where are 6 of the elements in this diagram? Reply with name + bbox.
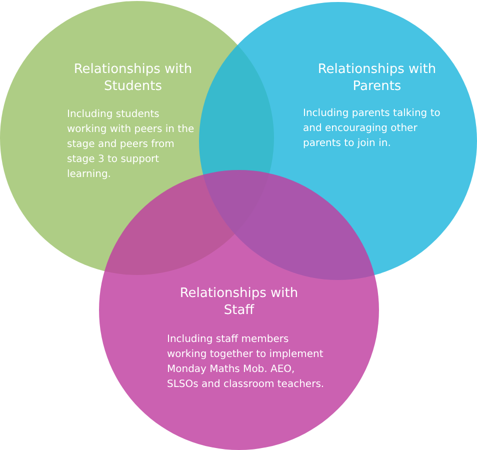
circle-description: Including parents talking to and encouraging other parents to join in. <box>303 107 442 151</box>
circle-heading: Relationships with Staff <box>179 285 299 319</box>
circle-heading: Relationships with Parents <box>317 61 437 95</box>
circle-description: Including staff members working together to implement Monday Maths Mob. AEO, SLSOs and classroom teachers. <box>167 333 326 392</box>
circle-description: Including students working with peers in the stage and peers from stage 3 to support learning. <box>67 108 196 182</box>
circle-heading: Relationships with Students <box>73 61 193 95</box>
